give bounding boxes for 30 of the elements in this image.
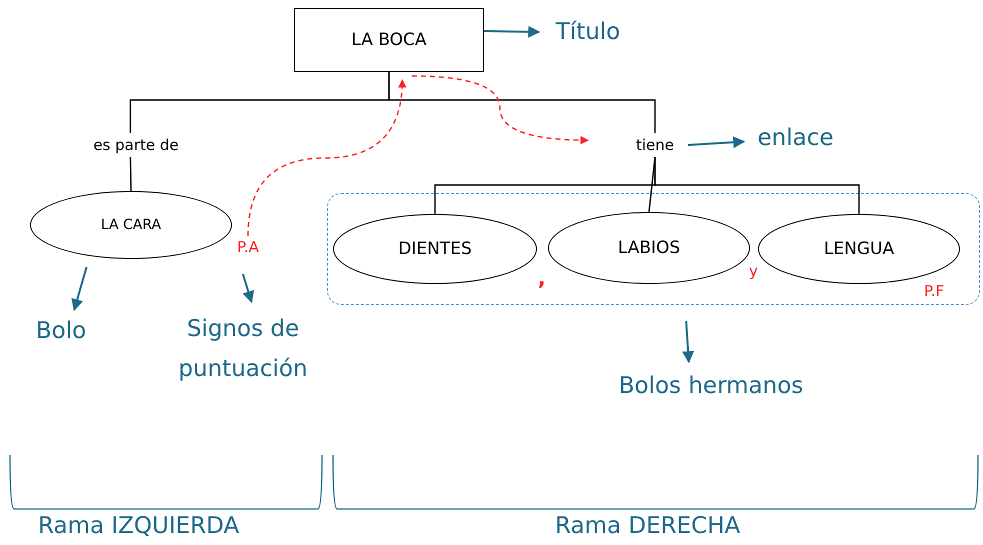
annotation-text: Signos de puntuación xyxy=(158,306,328,392)
linking-word: tiene xyxy=(624,133,686,157)
arrow xyxy=(688,136,746,148)
arrow xyxy=(682,320,694,364)
arrow xyxy=(71,266,88,312)
connector-line xyxy=(654,157,860,214)
punctuation-mark-text: P.A xyxy=(231,236,265,258)
arrow xyxy=(242,274,254,304)
concept-box: LA BOCA xyxy=(294,8,484,72)
annotation-text: Bolo xyxy=(28,312,94,350)
connector-line xyxy=(388,72,656,133)
branch-label: Rama IZQUIERDA xyxy=(38,513,240,539)
linking-word: es parte de xyxy=(80,133,192,157)
connector-line xyxy=(648,156,656,212)
dashed-group-box xyxy=(327,193,980,305)
concept-ellipse: DIENTES xyxy=(333,214,537,284)
concept-ellipse: LENGUA xyxy=(758,214,960,284)
annotation-text: Bolos hermanos xyxy=(600,366,822,406)
connector-line xyxy=(130,156,132,192)
arrow xyxy=(484,26,540,38)
concept-ellipse: LABIOS xyxy=(548,212,750,284)
concept-ellipse: LA CARA xyxy=(30,191,232,259)
annotation-text: Título xyxy=(543,14,633,50)
punctuation-mark-text: , xyxy=(538,266,546,290)
conjunction-text: y xyxy=(749,262,758,280)
annotation-text: enlace xyxy=(748,120,843,156)
arrow xyxy=(412,75,589,144)
arrow xyxy=(247,79,406,236)
branch-label: Rama DERECHA xyxy=(555,513,740,539)
punctuation-mark-text: P.F xyxy=(924,282,944,300)
